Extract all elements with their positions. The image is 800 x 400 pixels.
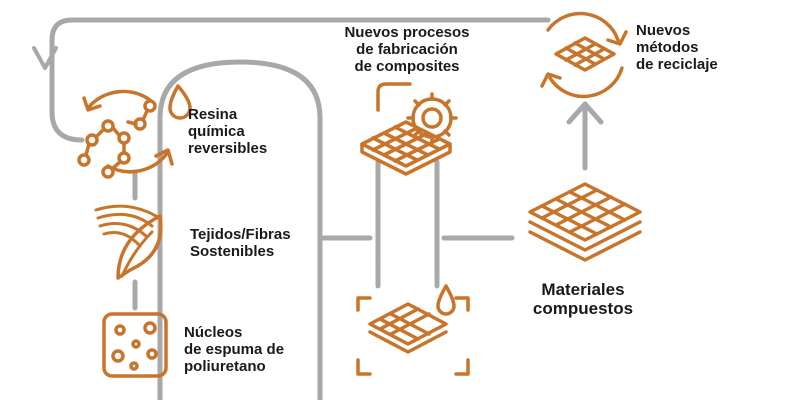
label-resina-line-3: reversibles [188, 140, 268, 157]
label-tejidos-line-2: Sostenibles [190, 243, 275, 260]
label-reciclaje-line-3: de reciclaje [636, 56, 718, 73]
label-reciclaje-line-1: Nuevos [636, 22, 691, 39]
composite-layers-icon [528, 182, 642, 262]
label-procesos: Nuevos procesos de fabricación de compos… [332, 24, 482, 75]
mesh-drop-frame-icon [356, 284, 470, 376]
label-reciclaje-line-2: métodos [636, 39, 699, 56]
label-materiales-line-2: compuestos [532, 299, 634, 318]
resin-molecule-cycle-icon [77, 84, 192, 179]
label-procesos-line-2: de fabricación [356, 41, 458, 58]
label-resina-line-2: química [188, 123, 245, 140]
feedback-arrow-icon [32, 46, 58, 70]
feedback-loop-line [49, 17, 551, 143]
label-procesos-line-3: de composites [354, 58, 460, 75]
label-reciclaje: Nuevos métodos de reciclaje [636, 22, 718, 73]
label-nucleos-line-2: de espuma de [184, 341, 285, 358]
label-tejidos-line-1: Tejidos/Fibras [190, 226, 291, 243]
label-nucleos: Núcleos de espuma de poliuretano [184, 324, 284, 375]
label-nucleos-line-1: Núcleos [184, 324, 243, 341]
label-procesos-line-1: Nuevos procesos [344, 24, 470, 41]
fabric-gear-icon [360, 82, 458, 176]
up-arrow-head-icon [566, 101, 604, 125]
foam-core-icon [102, 312, 168, 378]
label-resina: Resina química reversibles [188, 106, 267, 157]
label-materiales: Materiales compuestos [508, 280, 658, 318]
leaf-fibers-icon [94, 204, 163, 280]
label-resina-line-1: Resina [188, 106, 238, 123]
connector-lines [32, 17, 604, 400]
recycling-mesh-icon [540, 11, 628, 99]
label-materiales-line-1: Materiales [541, 280, 625, 299]
label-tejidos: Tejidos/Fibras Sostenibles [190, 226, 291, 260]
track-loop-line [157, 59, 323, 400]
label-nucleos-line-3: poliuretano [184, 358, 266, 375]
